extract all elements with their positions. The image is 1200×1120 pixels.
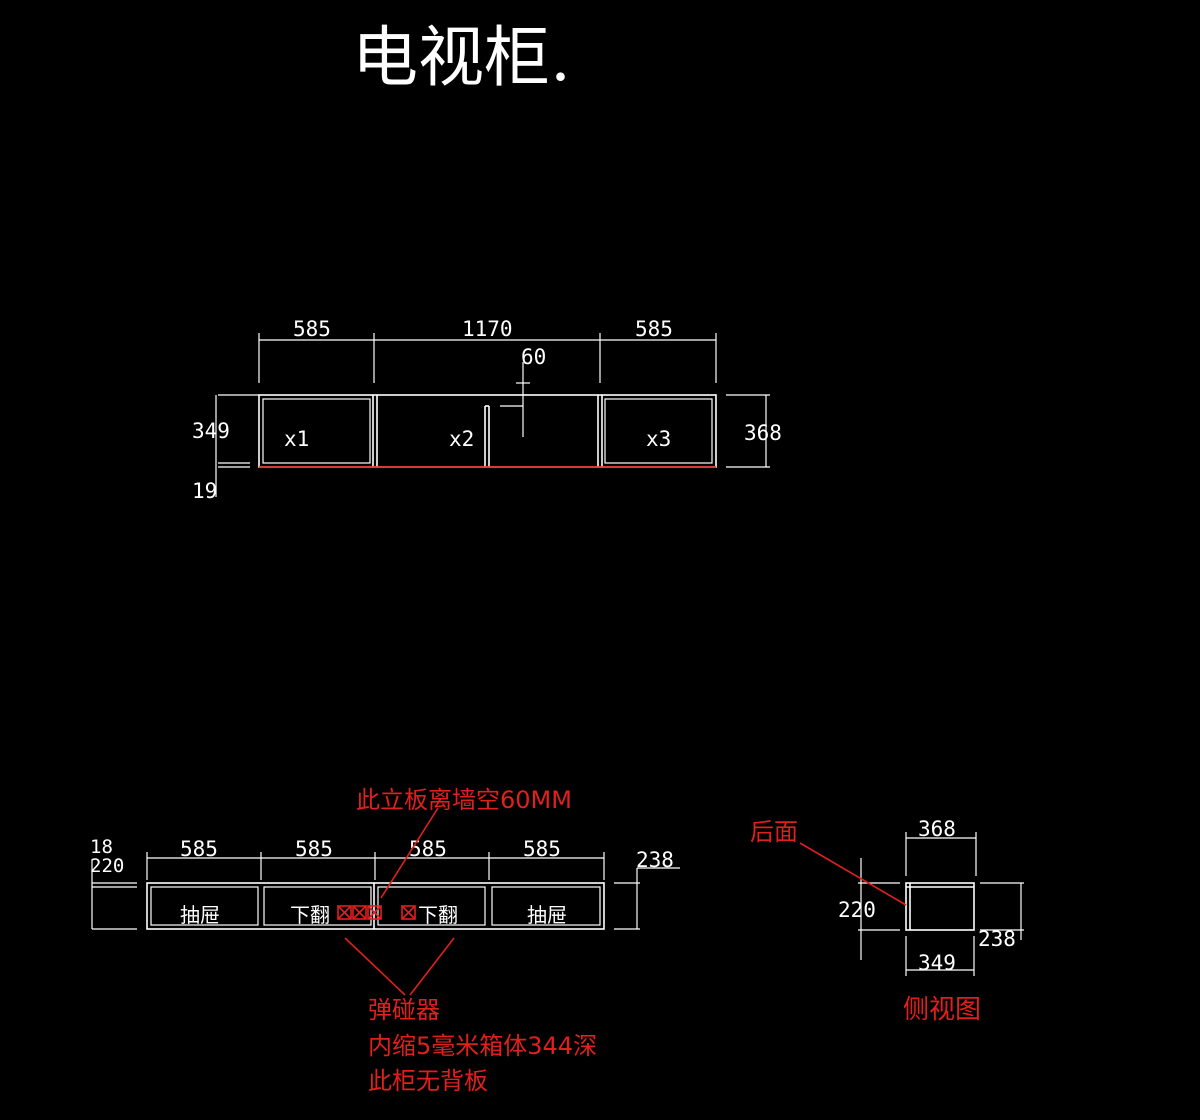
plan-dim-top-2: 585 — [295, 837, 333, 861]
front-dim-right-height: 368 — [744, 421, 782, 445]
plan-label-drawer-1: 抽屉 — [180, 903, 220, 927]
leader-note-bottom-a — [344, 937, 406, 996]
front-dim-left-height: 349 — [192, 419, 230, 443]
side-dim-left: 220 — [838, 898, 876, 922]
catch-box-4 — [401, 905, 416, 920]
front-dim-top-1: 585 — [293, 317, 331, 341]
catch-box-2-x — [352, 905, 367, 920]
front-label-x3: x3 — [646, 427, 671, 451]
front-compartment-x3 — [604, 398, 713, 464]
front-label-x2: x2 — [449, 427, 474, 451]
side-cabinet-outline — [905, 882, 975, 931]
leader-back-label — [799, 842, 907, 906]
plan-view: 585 585 585 585 18 220 238 抽屉 下翻 下翻 抽屉 — [90, 786, 680, 1095]
plan-dim-top-3: 585 — [409, 837, 447, 861]
front-dim-top-3: 585 — [635, 317, 673, 341]
leader-note-bottom-b — [409, 937, 455, 996]
plan-compartment-1 — [150, 886, 259, 926]
plan-note-inset: 内缩5毫米箱体344深 — [368, 1032, 597, 1060]
side-dim-top: 368 — [918, 817, 956, 841]
plan-label-flip-1: 下翻 — [290, 903, 330, 927]
plan-note-top: 此立板离墙空60MM — [356, 786, 572, 814]
front-dim-top-2: 1170 — [462, 317, 513, 341]
plan-dim-left-top: 18 — [90, 836, 113, 858]
plan-dim-left-height: 220 — [90, 855, 124, 877]
plan-cabinet-outline — [146, 882, 605, 930]
plan-dim-right-height: 238 — [636, 848, 674, 872]
catch-box-2 — [352, 905, 367, 920]
catch-box-1 — [337, 905, 352, 920]
plan-note-catch: 弹碰器 — [368, 996, 440, 1024]
side-view-caption: 侧视图 — [903, 995, 981, 1025]
plan-label-flip-2: 下翻 — [418, 903, 458, 927]
front-view: 585 1170 585 60 349 19 368 x1 x2 x3 — [192, 317, 782, 503]
side-label-back: 后面 — [750, 818, 798, 846]
leader-note-top — [380, 807, 439, 899]
side-dim-right: 238 — [978, 927, 1016, 951]
front-label-x1: x1 — [284, 427, 309, 451]
side-dim-bottom: 349 — [918, 951, 956, 975]
plan-compartment-4 — [491, 886, 601, 926]
catch-box-4-x — [401, 905, 416, 920]
catch-box-3-x — [367, 905, 382, 920]
catch-boxes — [337, 905, 416, 920]
plan-dim-top-1: 585 — [180, 837, 218, 861]
side-view: 368 220 238 349 后面 侧视图 — [750, 817, 1024, 1025]
front-dim-gap: 60 — [521, 345, 546, 369]
front-dim-left-base: 19 — [192, 479, 217, 503]
drawing-title: 电视柜. — [352, 19, 571, 96]
plan-label-drawer-2: 抽屉 — [527, 903, 567, 927]
catch-box-3 — [367, 905, 382, 920]
front-compartment-x1 — [262, 398, 371, 464]
plan-note-no-back: 此柜无背板 — [368, 1067, 488, 1095]
plan-dim-top-4: 585 — [523, 837, 561, 861]
catch-box-1-x — [337, 905, 352, 920]
